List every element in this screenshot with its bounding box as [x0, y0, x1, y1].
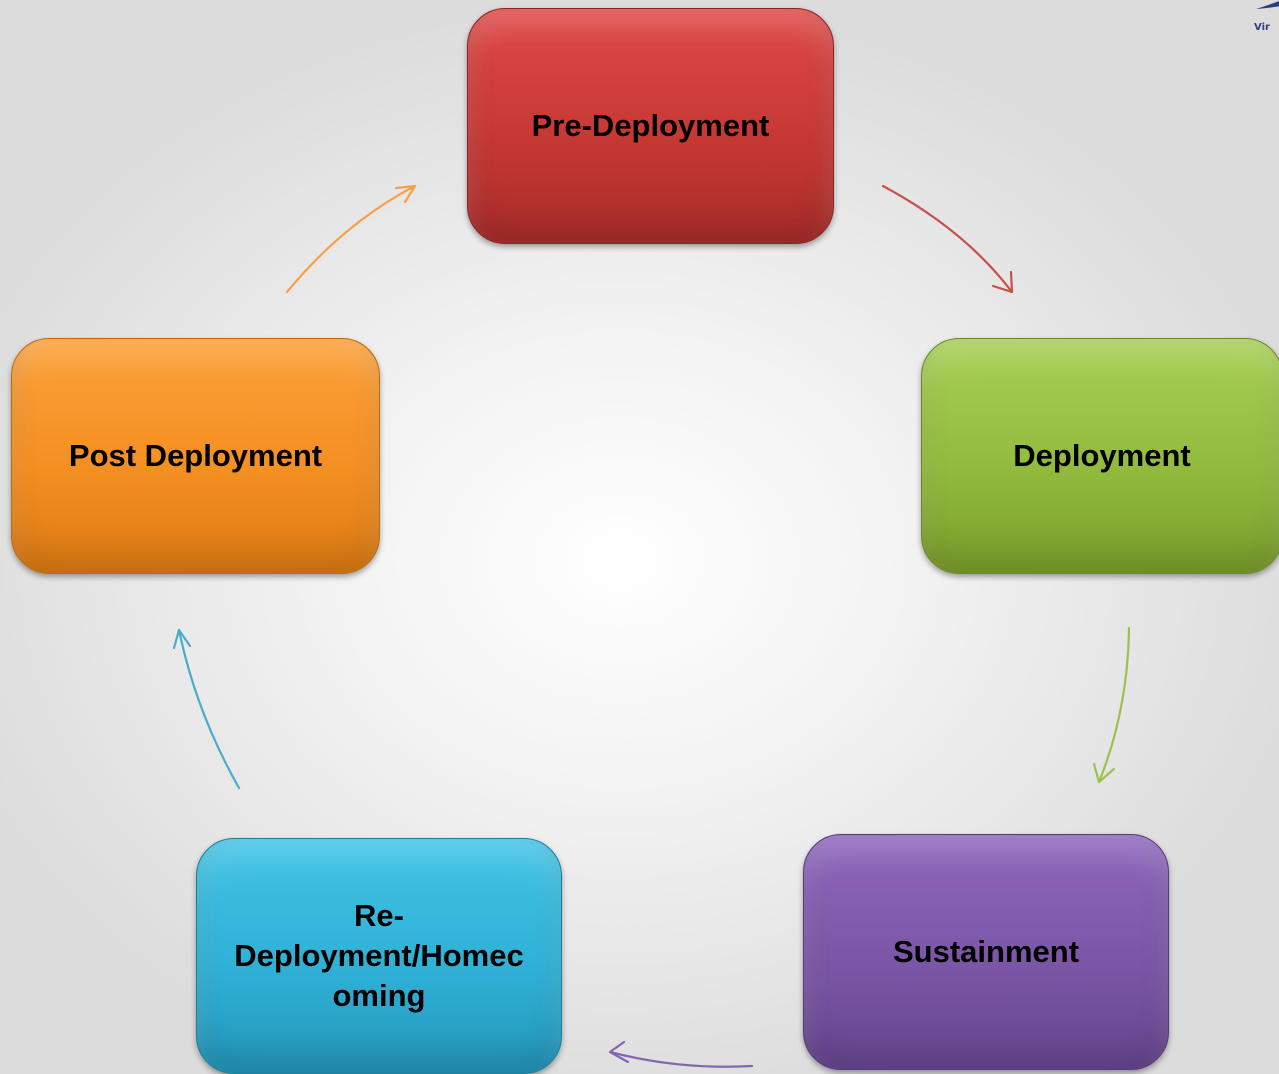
arrow-pre-to-deployment [881, 184, 1014, 294]
stage-sustainment: Sustainment [803, 834, 1169, 1070]
corner-logo: Vir [1240, 0, 1279, 40]
stage-redeployment-label: Re- Deployment/Homec oming [234, 896, 523, 1016]
arrow-post-to-pre [285, 184, 417, 294]
stage-deployment-label: Deployment [1013, 438, 1191, 473]
logo-text: Vir [1254, 22, 1270, 33]
stage-redeployment-label-line3: oming [332, 978, 426, 1013]
stage-redeployment-homecoming: Re- Deployment/Homec oming [196, 838, 562, 1074]
arrow-deployment-to-sustainment [1092, 626, 1131, 784]
stage-deployment: Deployment [921, 338, 1279, 574]
stage-sustainment-label: Sustainment [892, 934, 1080, 969]
arrow-redeployment-to-post [172, 628, 241, 790]
stage-post-deployment-label: Post Deployment [68, 438, 323, 473]
stage-redeployment-label-line2: Deployment/Homec [234, 938, 524, 973]
stage-post-deployment: Post Deployment [11, 338, 380, 574]
stage-pre-deployment-label: Pre-Deployment [531, 108, 770, 143]
logo-swoosh-icon [1256, 1, 1279, 9]
stage-redeployment-label-line1: Re- [354, 898, 404, 933]
stage-pre-deployment: Pre-Deployment [467, 8, 834, 244]
arrow-sustainment-to-redeployment [608, 1040, 754, 1068]
